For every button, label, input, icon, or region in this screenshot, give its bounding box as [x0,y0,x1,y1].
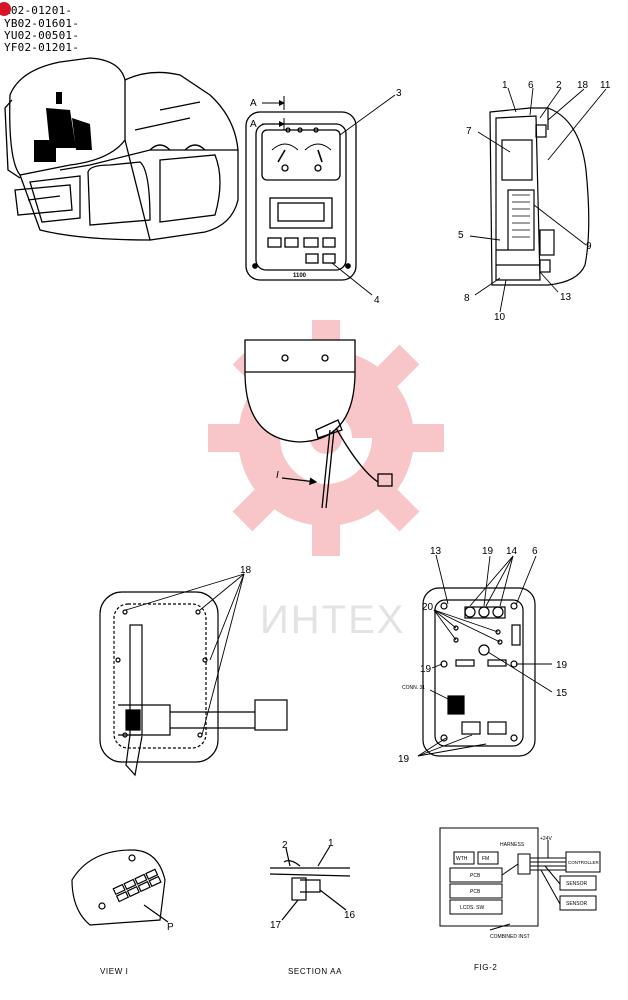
fig2-controller: CONTROLLER [568,860,600,865]
callout-15: 15 [556,688,568,699]
callout-19-left: 19 [420,664,432,675]
fig2-sensor2: SENSOR [566,901,588,907]
serial-line-2: YB02-01601- [4,17,80,30]
rear-cover-view [99,591,288,777]
callout-13-top: 13 [560,292,572,303]
callout-18-rear: 18 [240,565,252,576]
callout-4: 4 [374,295,380,306]
caption-view: VIEW I [100,967,129,976]
callout-13-pcb: 13 [430,546,442,557]
dashboard-assembly [4,57,239,241]
serial-line-4: YF02-01201- [4,41,80,54]
fig2-pcb2: PCB [470,889,481,895]
conn-31-label: CONN. 31 [402,685,425,691]
pcb-back-view [422,587,536,757]
pcb-callout-lines [417,554,553,757]
fig2-24v: +24V [540,836,552,842]
caption-fig: FIG-2 [474,963,497,972]
fig2-block-diagram [439,827,601,931]
view-i-detail [71,849,169,926]
fig2-combined: COMBINED INST [490,934,530,940]
fig2-lcds: LCDS. SW [460,905,484,911]
callout-19-right: 19 [556,660,568,671]
section-arrows [262,96,285,130]
hood-sensor-view [244,339,393,509]
rear-callout-lines [125,573,245,736]
instrument-panel-front [245,111,357,281]
callout-3: 3 [396,88,402,99]
label-A-1: A [250,98,257,109]
watermark-text: ИНТЕХ [260,598,405,642]
callout-10: 10 [494,312,506,323]
serial-line-1: A02-01201- [4,4,73,17]
callout-2-sec: 2 [282,840,288,851]
callout-19-bottom: 19 [398,754,410,765]
serial-line-3: YU02-00501- [4,29,80,42]
side-view-callout-lines [469,87,607,313]
callout-17: 17 [270,920,282,931]
callout-14: 14 [506,546,518,557]
callout-11: 11 [600,80,611,91]
label-I: I [276,470,279,481]
callout-19-top: 19 [482,546,494,557]
callout-5: 5 [458,230,464,241]
callout-18-top: 18 [577,80,589,91]
label-A-2: A [250,119,257,130]
callout-1-sec: 1 [328,838,334,849]
callout-9: 9 [586,241,592,252]
panel-model-text: 1100 [293,273,307,279]
fig2-pcb1: PCB [470,873,481,879]
callout-1-top: 1 [502,80,508,91]
callout-16: 16 [344,910,356,921]
fig2-wth: WTH [456,856,468,862]
callout-6-pcb: 6 [532,546,538,557]
callout-20: 20 [422,602,434,613]
callout-7: 7 [466,126,472,137]
fig2-fm: FM [482,856,489,862]
side-section-view [489,107,590,286]
callout-P: P [167,922,174,933]
section-aa-detail [269,845,351,921]
callout-8: 8 [464,293,470,304]
callout-2-top: 2 [556,80,562,91]
fig2-harness: HARNESS [500,842,525,848]
caption-section: SECTION AA [288,967,342,976]
red-dot-icon [0,2,11,16]
fig2-sensor1: SENSOR [566,881,588,887]
callout-6-top: 6 [528,80,534,91]
